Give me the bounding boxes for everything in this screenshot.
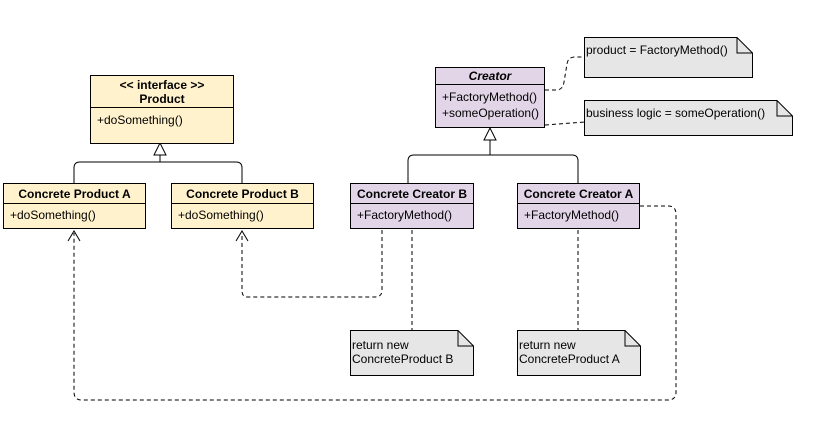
dependency-edge-creator-b-to-product-b: [241, 230, 383, 298]
inheritance-edge-creator-b: [407, 154, 490, 183]
concrete-creator-a-methods: +FactoryMethod(): [518, 204, 639, 223]
concrete-product-a-header: Concrete Product A: [4, 184, 145, 204]
note-return-b[interactable]: return new ConcreteProduct B: [350, 330, 474, 376]
concrete-product-a-method: +doSomething(): [10, 208, 96, 222]
note-anchor-business-logic: [544, 121, 586, 126]
note-return-a[interactable]: return new ConcreteProduct A: [517, 330, 641, 376]
concrete-creator-b-class[interactable]: Concrete Creator B +FactoryMethod(): [350, 183, 474, 229]
inheritance-arrowhead-creator: [483, 126, 497, 141]
note-business-logic[interactable]: business logic = someOperation(): [584, 100, 793, 136]
concrete-product-a-class[interactable]: Concrete Product A +doSomething(): [3, 183, 146, 229]
note-business-logic-shape: [584, 100, 793, 136]
concrete-creator-b-header: Concrete Creator B: [351, 184, 473, 204]
note-return-a-shape: [517, 330, 641, 376]
product-interface-methods: +doSomething(): [91, 108, 233, 128]
note-return-a-line-1: return new: [519, 338, 576, 352]
inheritance-edge-product-a: [73, 161, 160, 183]
concrete-product-b-methods: +doSomething(): [172, 204, 313, 223]
concrete-creator-b-name: Concrete Creator B: [356, 186, 468, 201]
concrete-creator-b-method: +FactoryMethod(): [357, 208, 453, 222]
concrete-creator-b-methods: +FactoryMethod(): [351, 204, 473, 223]
note-return-a-line-2: ConcreteProduct A: [519, 352, 620, 366]
concrete-product-a-methods: +doSomething(): [4, 204, 145, 223]
note-return-b-shape: [350, 330, 474, 376]
note-factory-method-shape: [584, 37, 753, 78]
concrete-product-b-name: Concrete Product B: [186, 186, 299, 201]
creator-header: Creator: [436, 68, 544, 85]
creator-methods: +FactoryMethod() +someOperation(): [436, 85, 544, 121]
product-interface-header: << interface >> Product: [91, 76, 233, 108]
product-interface-class[interactable]: << interface >> Product +doSomething(): [90, 75, 234, 144]
concrete-creator-a-method: +FactoryMethod(): [524, 208, 620, 222]
inheritance-edge-creator-a: [490, 154, 579, 183]
note-anchor-factory-method: [545, 56, 585, 91]
creator-method-some-operation: +someOperation(): [442, 106, 540, 120]
concrete-creator-a-header: Concrete Creator A: [518, 184, 639, 204]
inheritance-arrowhead-product: [153, 141, 167, 156]
note-return-b-line-2: ConcreteProduct B: [352, 352, 454, 366]
dependency-arrowhead-product-b: [235, 230, 249, 242]
concrete-product-b-class[interactable]: Concrete Product B +doSomething(): [171, 183, 314, 229]
note-return-b-line-1: return new: [352, 338, 409, 352]
concrete-creator-a-class[interactable]: Concrete Creator A +FactoryMethod(): [517, 183, 640, 229]
concrete-product-b-method: +doSomething(): [178, 208, 264, 222]
product-interface-method: +doSomething(): [97, 113, 183, 127]
note-business-logic-text: business logic = someOperation(): [586, 106, 766, 120]
dependency-arrowhead-product-a: [67, 230, 81, 242]
concrete-product-b-header: Concrete Product B: [172, 184, 313, 204]
creator-method-factory: +FactoryMethod(): [442, 90, 538, 104]
concrete-product-a-name: Concrete Product A: [18, 186, 131, 201]
product-interface-stereotype: << interface >>: [119, 77, 205, 92]
creator-class[interactable]: Creator +FactoryMethod() +someOperation(…: [435, 67, 545, 128]
product-interface-name: Product: [139, 91, 185, 106]
creator-name: Creator: [468, 69, 512, 83]
note-factory-method[interactable]: product = FactoryMethod(): [584, 37, 753, 78]
concrete-creator-a-name: Concrete Creator A: [523, 186, 634, 201]
note-factory-method-text: product = FactoryMethod(): [586, 43, 728, 57]
inheritance-edge-product-b: [160, 161, 243, 183]
dependency-edge-creator-a-to-product-a: [73, 205, 677, 401]
